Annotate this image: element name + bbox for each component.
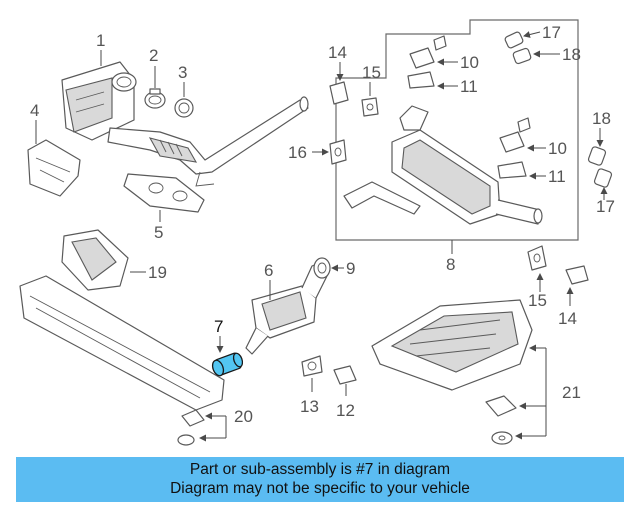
heat-shield-part[interactable] [61, 229, 129, 291]
callout-18-lower: 18 [592, 109, 611, 147]
svg-text:8: 8 [446, 255, 455, 274]
bracket-14-lower-part[interactable] [565, 265, 589, 285]
highlighted-clamp-part[interactable] [211, 352, 245, 377]
hanger-part[interactable] [313, 257, 331, 279]
callout-11-lower: 11 [529, 167, 566, 186]
callout-10-lower: 10 [527, 139, 567, 158]
svg-text:14: 14 [558, 309, 577, 328]
catalytic-converter-part[interactable] [61, 61, 137, 141]
clamp-10-upper-part[interactable] [409, 35, 447, 69]
callout-1: 1 [96, 31, 105, 66]
callout-9: 9 [331, 259, 355, 278]
long-heat-shield-part[interactable] [19, 275, 225, 446]
bracket-14-upper-part[interactable] [329, 81, 349, 105]
clamp-part[interactable] [144, 88, 166, 109]
svg-text:1: 1 [96, 31, 105, 50]
clamp-10-lower-part[interactable] [499, 117, 531, 153]
svg-text:11: 11 [548, 167, 566, 186]
callout-17-upper: 17 [523, 23, 561, 42]
svg-text:6: 6 [264, 261, 273, 280]
callout-15-upper: 15 [362, 63, 381, 96]
flange-gasket-part[interactable] [123, 173, 205, 213]
callout-5: 5 [154, 210, 163, 242]
svg-text:9: 9 [346, 259, 355, 278]
svg-text:7: 7 [214, 317, 223, 336]
svg-text:5: 5 [154, 223, 163, 242]
callout-19: 19 [130, 263, 167, 282]
hanger-11-upper-part[interactable] [407, 71, 435, 89]
callout-14-upper: 14 [328, 43, 347, 81]
tip-18-lower-part[interactable] [587, 146, 607, 166]
svg-text:14: 14 [328, 43, 347, 62]
svg-text:12: 12 [336, 401, 355, 420]
callout-15-lower: 15 [528, 273, 547, 310]
mount-15-lower-part[interactable] [527, 245, 547, 271]
tip-18-upper-part[interactable] [512, 47, 532, 65]
rear-muffler-part[interactable] [343, 105, 543, 225]
callout-12: 12 [336, 384, 355, 420]
svg-text:4: 4 [30, 101, 39, 120]
underbody-shield-part[interactable] [371, 299, 533, 445]
assembly-8-box [335, 19, 579, 241]
front-pipe-part[interactable] [107, 96, 309, 187]
callout-8: 8 [446, 240, 455, 274]
tip-17-lower-part[interactable] [593, 168, 613, 188]
tip-17-upper-part[interactable] [504, 31, 524, 49]
svg-text:10: 10 [460, 53, 479, 72]
callout-11-upper: 11 [437, 77, 478, 96]
banner-line-1: Part or sub-assembly is #7 in diagram [189, 461, 451, 478]
callout-7: 7 [214, 317, 224, 353]
svg-text:11: 11 [460, 77, 478, 96]
callout-4: 4 [30, 101, 39, 144]
callout-14-lower: 14 [558, 287, 577, 328]
bracket-part[interactable] [27, 139, 81, 197]
mount-16-part[interactable] [329, 139, 347, 165]
callout-20: 20 [199, 407, 253, 442]
rubber-mount-part[interactable] [301, 355, 323, 377]
callout-3: 3 [178, 63, 187, 97]
callout-6: 6 [264, 261, 273, 300]
svg-text:13: 13 [300, 397, 319, 416]
callout-13: 13 [300, 378, 319, 416]
svg-text:20: 20 [234, 407, 253, 426]
info-banner: Part or sub-assembly is #7 in diagram Di… [16, 457, 624, 502]
svg-text:3: 3 [178, 63, 187, 82]
callout-10-upper: 10 [437, 53, 479, 72]
svg-text:2: 2 [149, 46, 158, 65]
small-bracket-part[interactable] [333, 365, 357, 385]
svg-text:17: 17 [542, 23, 561, 42]
mount-15-upper-part[interactable] [361, 97, 379, 117]
callout-18-upper: 18 [533, 45, 581, 64]
callout-16: 16 [288, 143, 329, 162]
svg-text:10: 10 [548, 139, 567, 158]
callout-21: 21 [515, 344, 581, 440]
callout-17-lower: 17 [596, 187, 615, 216]
svg-text:19: 19 [148, 263, 167, 282]
svg-text:21: 21 [562, 383, 581, 402]
hanger-11-lower-part[interactable] [497, 161, 527, 179]
svg-text:18: 18 [592, 109, 611, 128]
svg-text:15: 15 [528, 291, 547, 310]
callout-2: 2 [149, 46, 158, 88]
svg-text:17: 17 [596, 197, 615, 216]
svg-text:18: 18 [562, 45, 581, 64]
svg-text:16: 16 [288, 143, 307, 162]
banner-line-2: Diagram may not be specific to your vehi… [170, 480, 470, 497]
svg-text:15: 15 [362, 63, 381, 82]
gasket-part[interactable] [174, 98, 194, 118]
